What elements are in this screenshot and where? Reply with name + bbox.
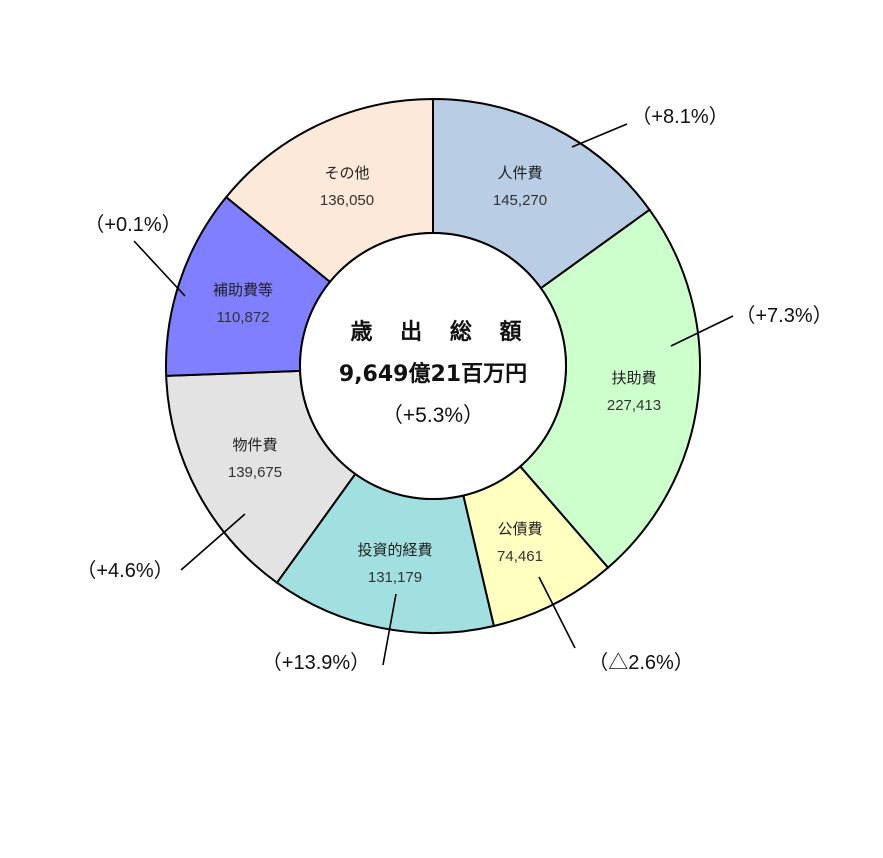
change-percent-label: （+7.3%） [735,304,832,327]
slice-value-label: 145,270 [493,192,547,209]
change-percent-label: （+13.9%） [262,651,370,674]
change-percent-label: （+4.6%） [76,559,173,582]
leader-line [670,315,734,347]
center-summary: 歳 出 総 額 9,649億21百万円 （+5.3%） [339,319,532,427]
leader-line [538,576,576,649]
leader-line [133,240,186,297]
leader-line [180,513,246,571]
slice-name-label: 人件費 [497,164,542,182]
leader-lines [133,123,734,666]
slice-name-label: 補助費等 [213,281,273,299]
leader-line [382,593,397,666]
slice-value-label: 139,675 [228,464,282,481]
slice-value-label: 136,050 [320,192,374,209]
slice-value-label: 131,179 [368,569,422,586]
leader-line [571,123,628,148]
change-percent-label: （+0.1%） [84,213,181,236]
donut-slices [165,97,701,634]
slice-name-label: その他 [324,164,369,182]
slice-value-label: 110,872 [216,309,269,326]
slice-name-label: 扶助費 [611,369,656,387]
center-title: 歳 出 総 額 [351,319,532,345]
center-total: 9,649億21百万円 [339,361,527,387]
slice-value-label: 227,413 [607,397,661,414]
slice-name-label: 物件費 [232,436,277,454]
slice-name-label: 公債費 [497,520,542,538]
slice-labels: 人件費 145,270 （+8.1%） 扶助費 227,413 （+7.3%） 公債費 74,… [76,105,832,674]
donut-center-hole [299,232,567,500]
slice-name-label: 投資的経費 [357,541,432,559]
center-change: （+5.3%） [382,404,484,427]
change-percent-label: （△2.6%） [588,651,694,674]
change-percent-label: （+8.1%） [631,105,728,128]
slice-value-label: 74,461 [497,548,543,565]
